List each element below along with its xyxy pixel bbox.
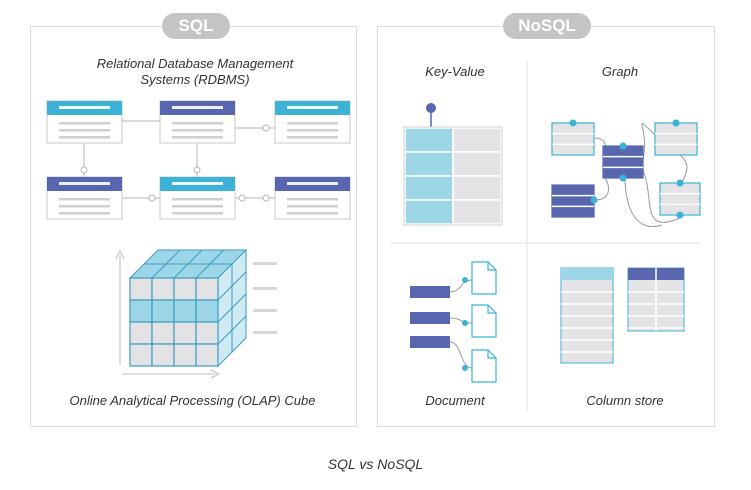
rdbms-table-card: [159, 100, 236, 144]
olap-cell: [151, 299, 175, 323]
rdbms-table-card: [274, 176, 351, 220]
column-table-left: [560, 267, 614, 364]
olap-cell: [129, 321, 153, 345]
nosql-panel: [377, 26, 715, 427]
nosql-badge: NoSQL: [503, 13, 591, 39]
graph-node: [654, 122, 698, 156]
olap-label: Online Analytical Processing (OLAP) Cube: [69, 393, 316, 408]
kv-key-cell: [404, 199, 454, 225]
graph-edge: [641, 122, 656, 161]
olap-cell: [151, 321, 175, 345]
graph-label: Graph: [601, 64, 639, 79]
column-store: [560, 267, 685, 364]
graph-link-dot: [672, 119, 680, 127]
key-value-label: Key-Value: [425, 64, 485, 79]
document-entry: [410, 304, 497, 338]
kv-key-cell: [404, 151, 454, 177]
figure-caption: SQL vs NoSQL: [327, 456, 424, 472]
graph-link-dot: [590, 196, 598, 204]
olap-cell: [129, 277, 153, 301]
olap-cell: [173, 277, 197, 301]
graph-edge: [642, 169, 681, 223]
olap-cell: [195, 299, 219, 323]
graph-link-dot: [619, 174, 627, 182]
column-store-label: Column store: [586, 393, 664, 408]
kv-frame: [403, 126, 503, 226]
olap-dash: [253, 331, 277, 334]
rdbms-table-card: [274, 100, 351, 144]
kv-value-cell: [452, 175, 502, 201]
document-entry: [410, 261, 497, 298]
graph-node: [551, 122, 595, 156]
sql-badge: SQL: [162, 13, 230, 39]
olap-cell: [129, 343, 153, 367]
olap-cell: [151, 343, 175, 367]
graph-database: [551, 119, 701, 227]
rdbms-table-card: [159, 176, 236, 220]
graph-node: [602, 145, 644, 179]
kv-key-cell: [404, 127, 454, 153]
olap-cell: [195, 277, 219, 301]
graph-link-dot: [676, 179, 684, 187]
olap-cube: [115, 248, 277, 379]
olap-dash: [253, 262, 277, 265]
kv-key-cell: [404, 175, 454, 201]
kv-value-cell: [452, 127, 502, 153]
graph-node: [551, 184, 595, 218]
graph-link-dot: [619, 142, 627, 150]
olap-dash: [253, 309, 277, 312]
olap-cell: [151, 277, 175, 301]
olap-cell: [195, 321, 219, 345]
rdbms-label: Relational Database Management Systems (…: [96, 56, 294, 87]
document-store: [410, 261, 497, 383]
graph-edge: [624, 175, 663, 227]
rdbms-table-card: [46, 100, 123, 144]
olap-cell: [173, 343, 197, 367]
olap-cell: [173, 299, 197, 323]
document-label: Document: [425, 393, 485, 408]
kv-pin-head: [426, 103, 436, 113]
rdbms-table-card: [46, 176, 123, 220]
rdbms-connectors: [80, 120, 275, 202]
column-table-right: [627, 267, 685, 332]
olap-cell: [195, 343, 219, 367]
olap-cell: [129, 299, 153, 323]
key-value-store: [403, 103, 503, 226]
olap-cell: [173, 321, 197, 345]
rdbms-tables: [46, 100, 351, 220]
olap-dash: [253, 287, 277, 290]
graph-link-dot: [569, 119, 577, 127]
kv-value-cell: [452, 199, 502, 225]
kv-value-cell: [452, 151, 502, 177]
graph-node: [659, 182, 701, 216]
graph-edge: [594, 177, 610, 201]
graph-link-dot: [676, 211, 684, 219]
document-entry: [410, 336, 497, 383]
